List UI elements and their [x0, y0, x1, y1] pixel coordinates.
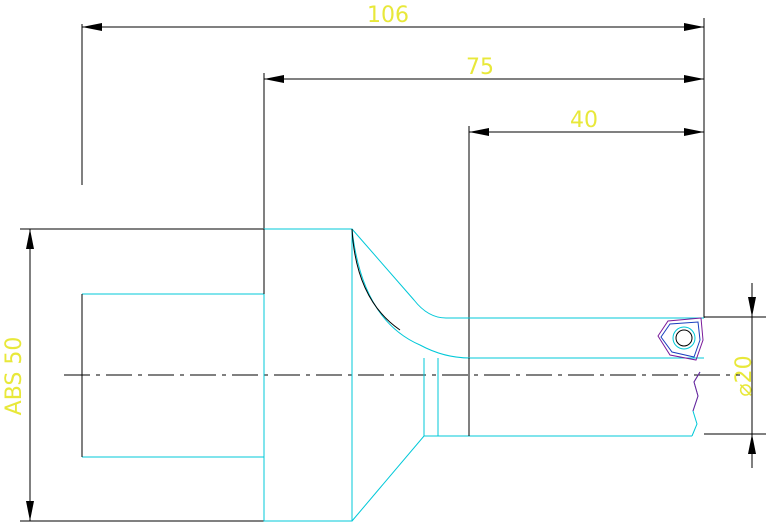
dimension-bore-diameter: ⌀20	[704, 283, 766, 468]
bar-tip-profile	[691, 371, 701, 437]
dimension-shank-diameter: ABS 50	[2, 228, 352, 522]
neck-chip-flute	[351, 228, 704, 359]
bar-tip-edge	[692, 371, 701, 412]
dimension-label: 106	[367, 3, 409, 28]
neck-top-profile	[351, 228, 704, 319]
cutting-insert	[657, 317, 704, 361]
insert-screw-outer	[672, 326, 696, 350]
dimension-label: 75	[466, 55, 494, 80]
dimension-label: 40	[570, 108, 598, 133]
dimension-label: ABS 50	[2, 337, 27, 416]
insert-inner-outline	[660, 321, 701, 358]
dimension-label: ⌀20	[732, 355, 757, 396]
insert-outline	[657, 317, 704, 361]
neck-flute-edge	[351, 228, 401, 331]
dimension-overall-length: 106	[81, 3, 705, 318]
dimension-short-length: 40	[468, 108, 704, 436]
neck-bottom-profile	[351, 435, 692, 522]
insert-screw-inner	[675, 329, 693, 347]
tool-body	[81, 228, 704, 522]
dimension-mid-length: 75	[263, 55, 704, 294]
